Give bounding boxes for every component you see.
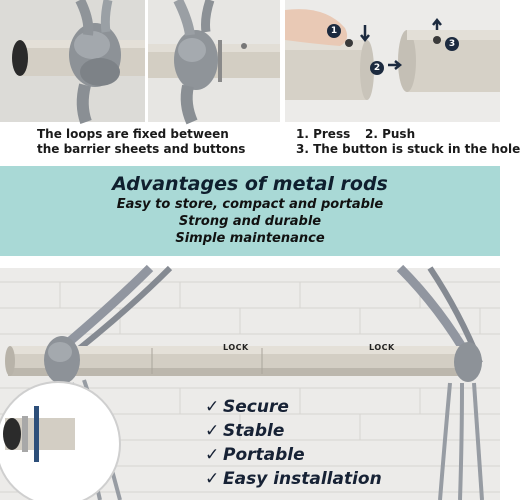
rope-button-illustration [148,0,280,125]
photo-rope-loop-button [148,0,280,125]
feature-portable: ✓Portable [205,445,305,465]
rope-loop-illustration [0,0,145,124]
feature-secure-label: Secure [223,397,289,417]
brick-wall-rod-illustration [0,264,500,500]
feature-portable-label: Portable [223,445,305,465]
photo-press-push-rods: 1 2 3 [285,0,500,122]
rod-lock-label-2: LOCK [369,343,395,352]
caption-step-press: 1. Press [296,127,351,141]
rod-joint-illustration [285,0,500,122]
caption-step-push: 2. Push [365,127,416,141]
step-badge-3: 3 [445,37,459,51]
advantages-title: Advantages of metal rods [112,173,388,195]
step-badge-2: 2 [370,61,384,75]
feature-secure: ✓Secure [205,397,289,417]
feature-stable: ✓Stable [205,421,284,441]
photo-rope-loop-rod [0,0,145,124]
caption-step-stuck: 3. The button is stuck in the hole [296,142,520,156]
step-badge-1: 1 [327,24,341,38]
feature-easy-installation-label: Easy installation [223,469,382,489]
rod-lock-label-1: LOCK [223,343,249,352]
checkmark-icon: ✓ [205,421,220,441]
caption-loops-line2: the barrier sheets and buttons [37,142,246,156]
feature-stable-label: Stable [223,421,285,441]
advantage-item-2: Strong and durable [178,214,322,229]
checkmark-icon: ✓ [205,397,220,417]
advantages-band [0,166,500,256]
advantage-item-1: Easy to store, compact and portable [116,197,384,212]
caption-loops-line1: The loops are fixed between [37,127,229,141]
checkmark-icon: ✓ [205,469,220,489]
advantage-item-3: Simple maintenance [175,231,325,246]
hammock-rod-scene: LOCK LOCK ✓Secure ✓Stable ✓Portable ✓Eas… [0,264,500,500]
checkmark-icon: ✓ [205,445,220,465]
feature-easy-installation: ✓Easy installation [205,469,382,489]
